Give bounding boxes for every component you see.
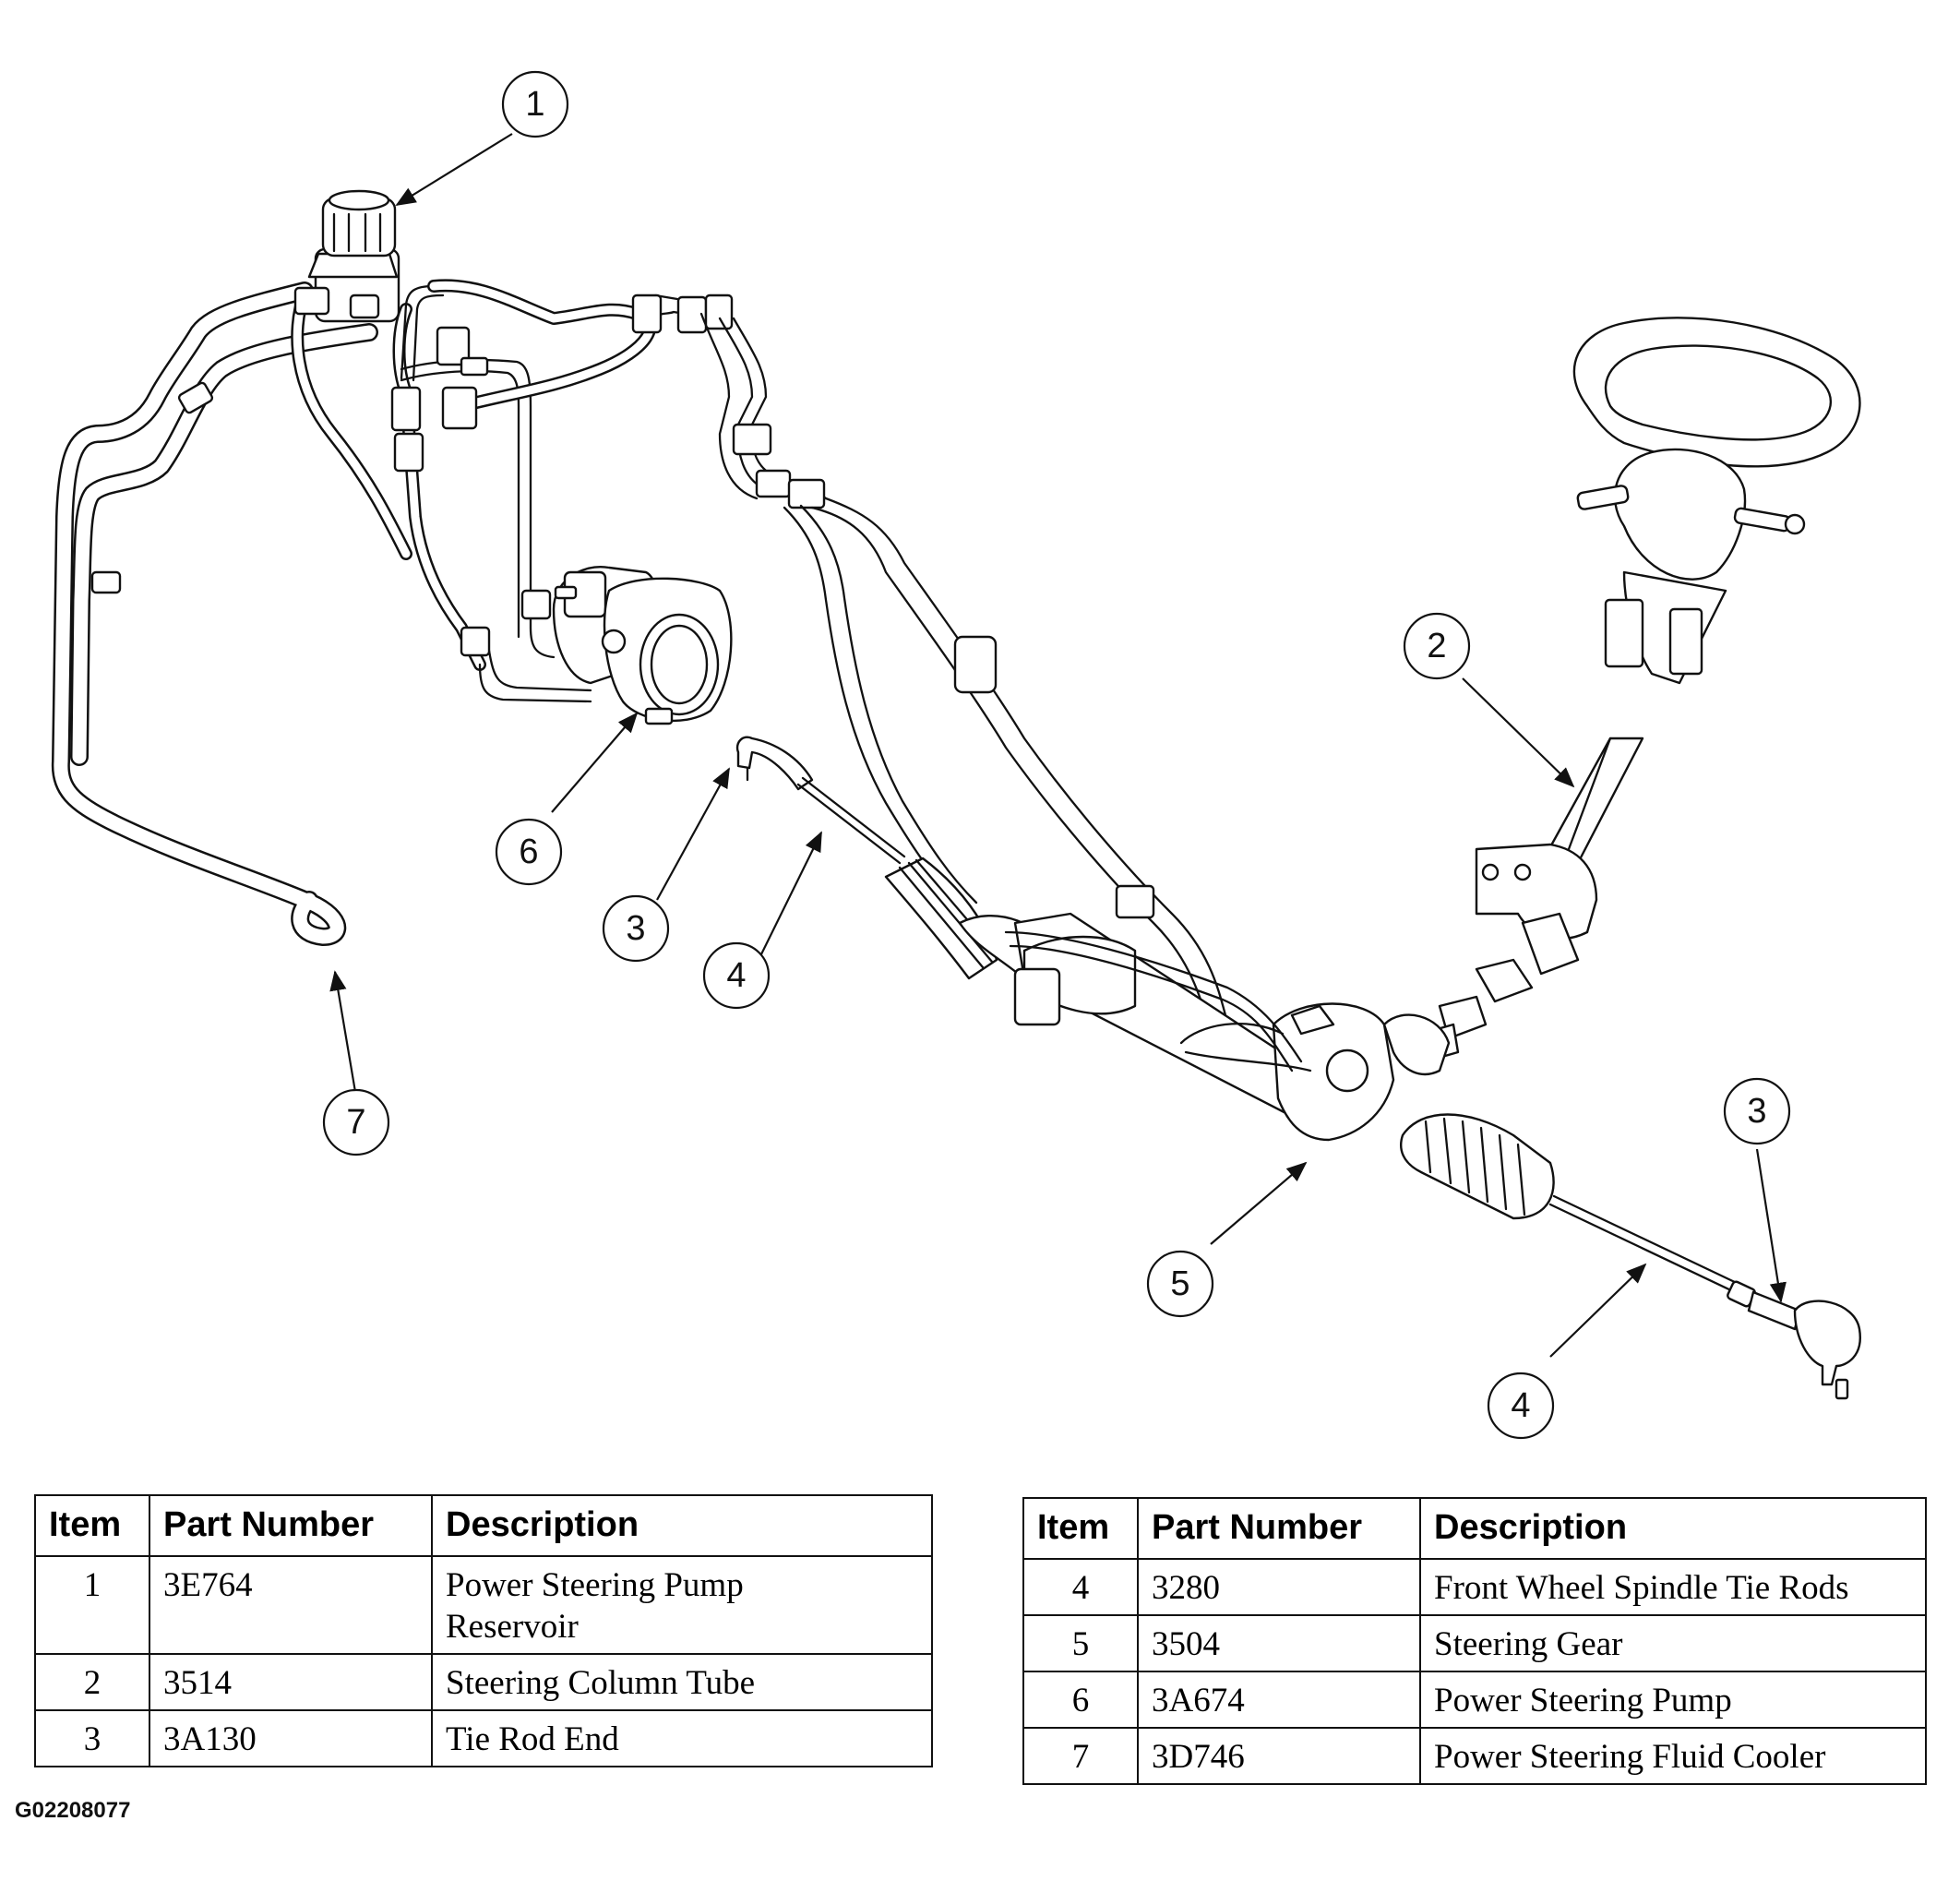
callout-6: 6 xyxy=(495,818,563,886)
cell-item: 5 xyxy=(1022,1614,1139,1672)
pressure-lines-drawing xyxy=(427,279,1227,1026)
table-row: 5 3504 Steering Gear xyxy=(1022,1614,1927,1672)
svg-text:6: 6 xyxy=(519,833,538,871)
steering-system-illustration: 1 2 3 3 4 4 5 6 7 xyxy=(51,70,1861,1440)
cell-part-number: 3504 xyxy=(1137,1614,1421,1672)
callout-4-left: 4 xyxy=(702,941,771,1010)
svg-text:3: 3 xyxy=(626,909,645,948)
cell-part-number: 3A674 xyxy=(1137,1671,1421,1729)
cell-part-number: 3E764 xyxy=(149,1555,433,1655)
header-part-number: Part Number xyxy=(149,1494,433,1557)
description-line: Power Steering Pump xyxy=(446,1566,744,1604)
steering-column-drawing xyxy=(1419,317,1861,1063)
callout-7: 7 xyxy=(322,1088,390,1156)
header-description: Description xyxy=(431,1494,933,1557)
callout-2: 2 xyxy=(1403,612,1471,680)
cell-description: Power Steering Pump xyxy=(1419,1671,1927,1729)
cell-item: 1 xyxy=(34,1555,150,1655)
parts-table-left: Item Part Number Description 1 3E764 Pow… xyxy=(34,1494,933,1767)
table-row: 7 3D746 Power Steering Fluid Cooler xyxy=(1022,1727,1927,1785)
figure-code: G02208077 xyxy=(15,1798,131,1823)
header-description: Description xyxy=(1419,1497,1927,1560)
cell-item: 4 xyxy=(1022,1558,1139,1616)
reservoir-drawing xyxy=(291,189,412,560)
cell-description: Front Wheel Spindle Tie Rods xyxy=(1419,1558,1927,1616)
cell-description: Power Steering Pump Reservoir xyxy=(431,1555,933,1655)
header-item: Item xyxy=(34,1494,150,1557)
cell-item: 6 xyxy=(1022,1671,1139,1729)
cell-item: 2 xyxy=(34,1653,150,1711)
leader-lines xyxy=(329,133,1787,1358)
table-row: 3 3A130 Tie Rod End xyxy=(34,1709,933,1767)
header-part-number: Part Number xyxy=(1137,1497,1421,1560)
cell-description: Steering Gear xyxy=(1419,1614,1927,1672)
svg-text:4: 4 xyxy=(1511,1386,1530,1425)
table-row: 6 3A674 Power Steering Pump xyxy=(1022,1671,1927,1729)
callout-3-left: 3 xyxy=(602,894,670,963)
pump-drawing xyxy=(390,284,733,725)
fluid-cooler-drawing xyxy=(51,282,378,946)
svg-text:1: 1 xyxy=(525,85,544,124)
table-row: 1 3E764 Power Steering Pump Reservoir xyxy=(34,1555,933,1655)
callout-4-right: 4 xyxy=(1487,1372,1555,1440)
cell-part-number: 3514 xyxy=(149,1653,433,1711)
parts-table-right: Item Part Number Description 4 3280 Fron… xyxy=(1022,1497,1927,1785)
svg-text:5: 5 xyxy=(1170,1264,1189,1303)
cell-item: 3 xyxy=(34,1709,150,1767)
cell-description: Tie Rod End xyxy=(431,1709,933,1767)
table-header-row: Item Part Number Description xyxy=(34,1494,933,1557)
header-item: Item xyxy=(1022,1497,1139,1560)
callout-1: 1 xyxy=(501,70,569,138)
svg-text:7: 7 xyxy=(346,1103,365,1142)
svg-text:2: 2 xyxy=(1427,627,1446,665)
svg-text:3: 3 xyxy=(1747,1092,1766,1131)
table-header-row: Item Part Number Description xyxy=(1022,1497,1927,1560)
cell-part-number: 3D746 xyxy=(1137,1727,1421,1785)
table-row: 2 3514 Steering Column Tube xyxy=(34,1653,933,1711)
steering-gear-drawing xyxy=(884,857,1555,1220)
cell-part-number: 3280 xyxy=(1137,1558,1421,1616)
table-row: 4 3280 Front Wheel Spindle Tie Rods xyxy=(1022,1558,1927,1616)
callout-3-right: 3 xyxy=(1723,1077,1791,1145)
callout-5: 5 xyxy=(1146,1250,1214,1318)
svg-text:4: 4 xyxy=(726,956,746,995)
description-line: Reservoir xyxy=(446,1608,579,1646)
tie-rods-drawing xyxy=(735,736,1861,1400)
cell-description: Power Steering Fluid Cooler xyxy=(1419,1727,1927,1785)
cell-item: 7 xyxy=(1022,1727,1139,1785)
cell-part-number: 3A130 xyxy=(149,1709,433,1767)
cell-description: Steering Column Tube xyxy=(431,1653,933,1711)
